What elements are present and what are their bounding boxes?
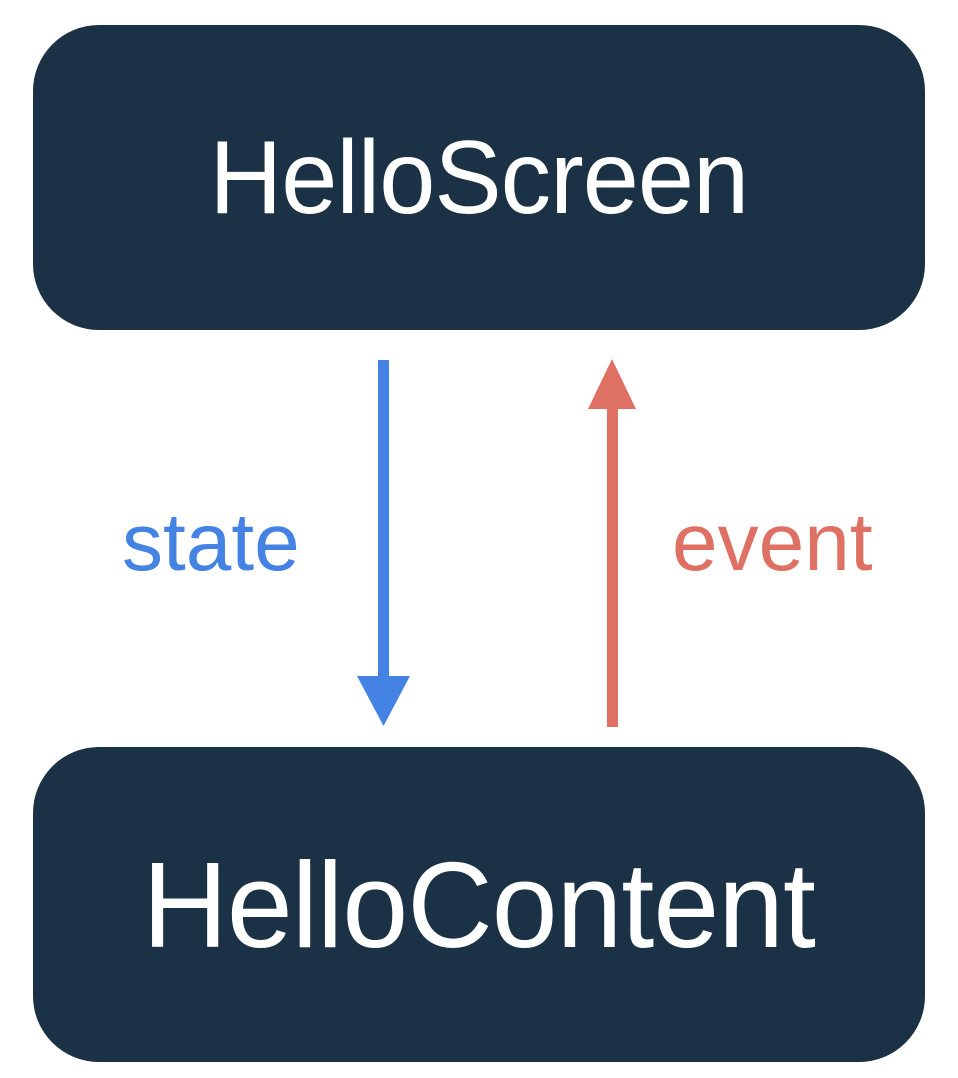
edge-label-state: state [122, 497, 300, 588]
node-hello-content[interactable]: HelloContent [33, 747, 925, 1062]
edge-state-arrow [357, 360, 410, 726]
edge-label-event: event [672, 497, 873, 588]
node-hello-content-label: HelloContent [142, 836, 816, 973]
edge-event-arrow [588, 359, 636, 727]
node-hello-screen[interactable]: HelloScreen [33, 25, 925, 330]
node-hello-screen-label: HelloScreen [209, 119, 750, 236]
